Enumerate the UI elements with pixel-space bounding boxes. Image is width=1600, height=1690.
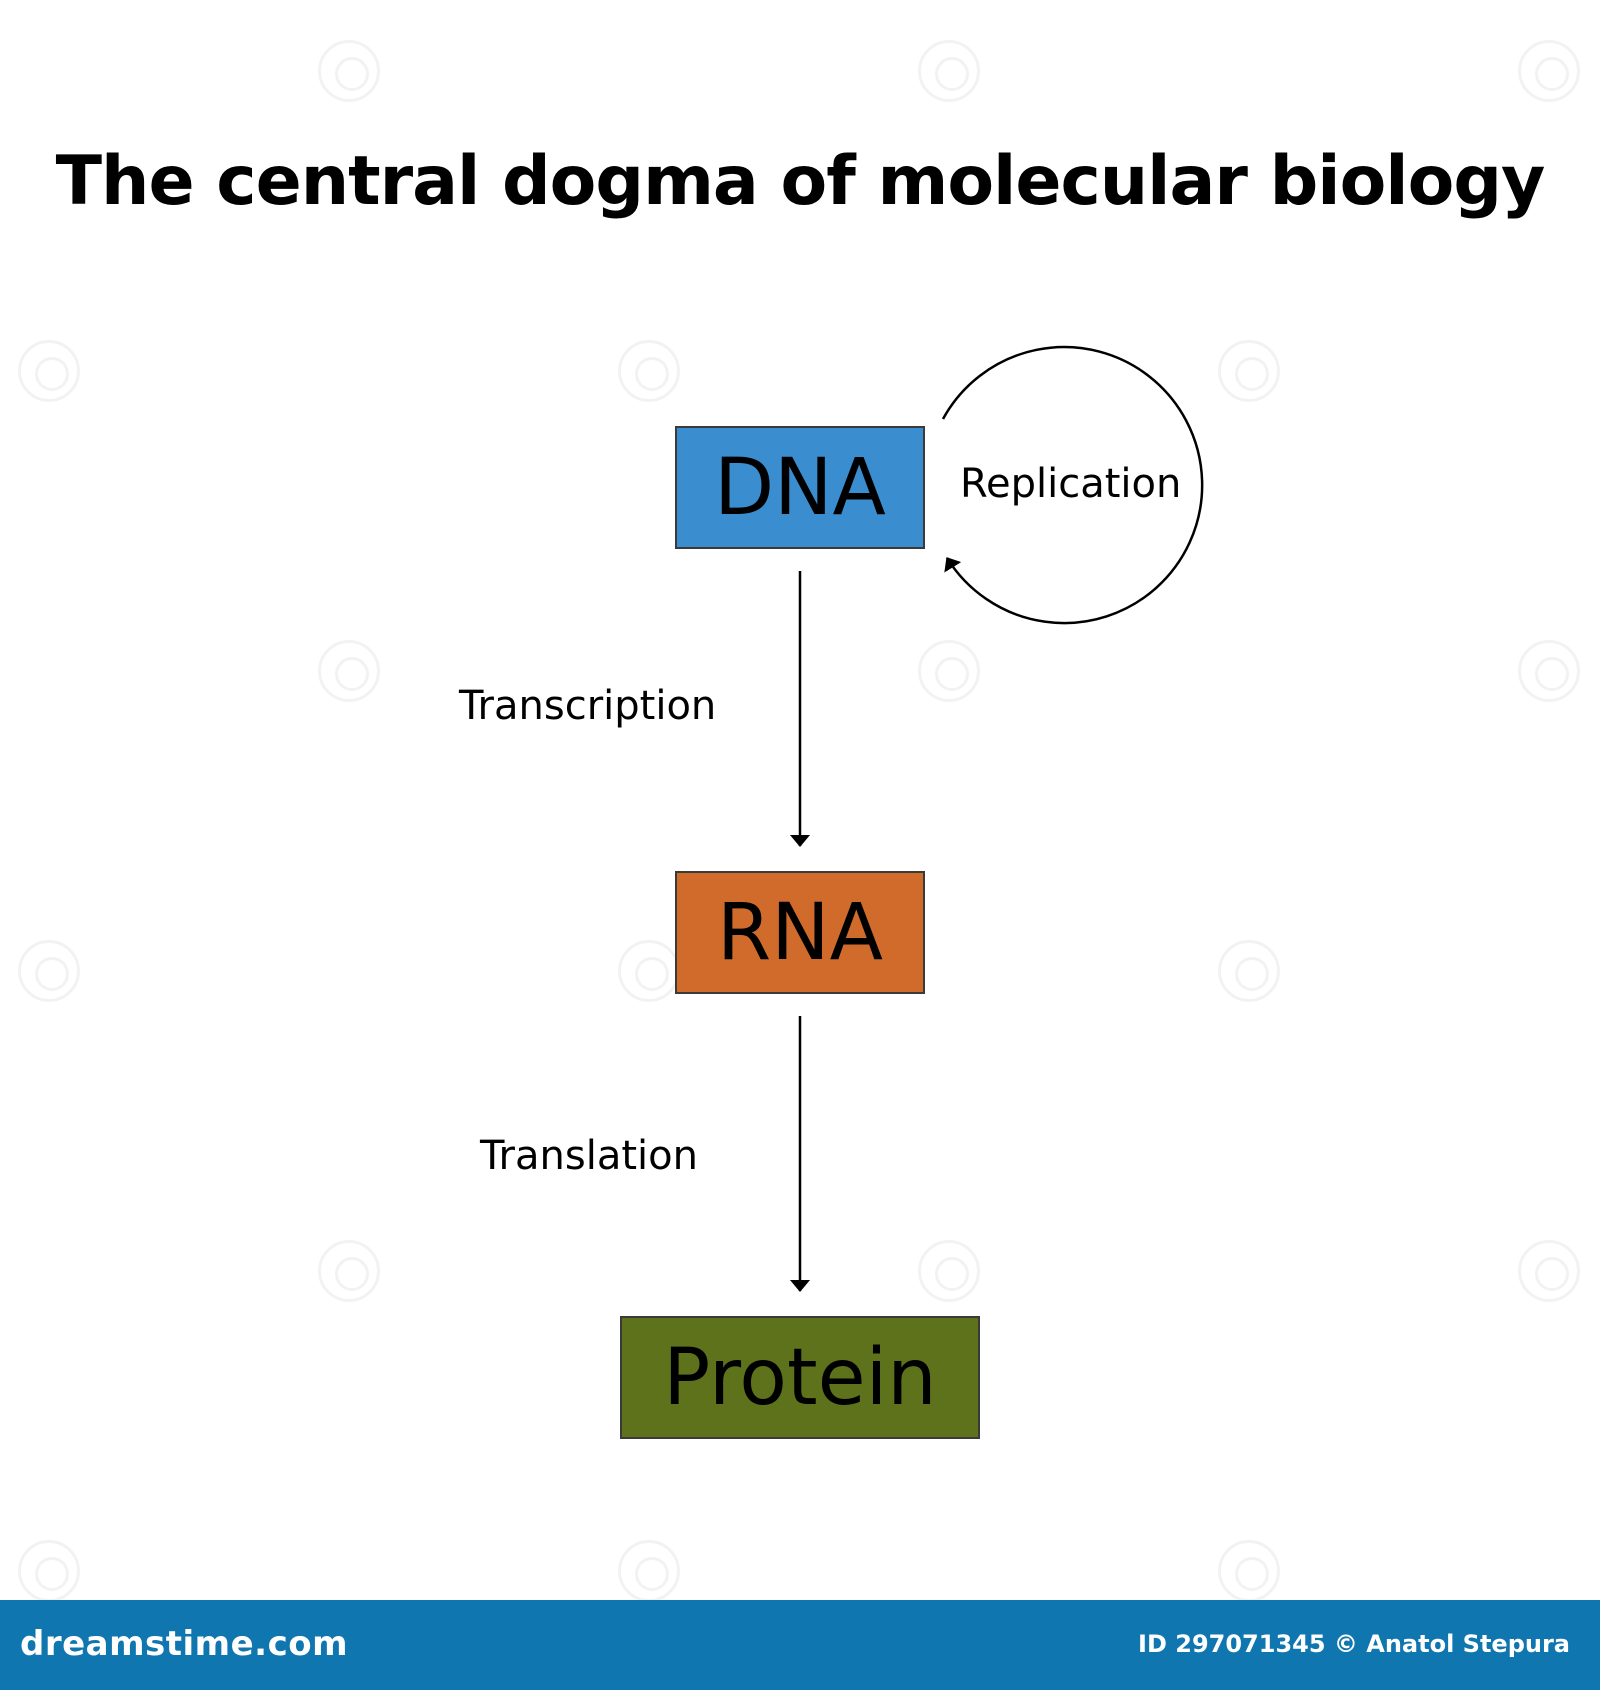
transcription-label: Transcription — [459, 683, 717, 729]
watermark-circle — [1218, 940, 1280, 1002]
watermark-circle — [1518, 640, 1580, 702]
watermark-circle — [1518, 40, 1580, 102]
replication-arrow — [941, 345, 1204, 625]
replication-label: Replication — [960, 461, 1182, 507]
protein-label: Protein — [663, 1332, 937, 1423]
footer-credit: ID 297071345 © Anatol Stepura — [1138, 1630, 1570, 1658]
watermark-circle — [1218, 340, 1280, 402]
dna-node: DNA — [675, 426, 925, 549]
watermark-circle — [318, 40, 380, 102]
watermark-circle — [1518, 1240, 1580, 1302]
watermark-circle — [918, 1240, 980, 1302]
watermark-circle — [618, 340, 680, 402]
translation-label: Translation — [480, 1133, 698, 1179]
watermark-circle — [18, 940, 80, 1002]
footer-bar: dreamstime.com ID 297071345 © Anatol Ste… — [0, 1600, 1600, 1690]
dna-label: DNA — [714, 442, 886, 533]
diagram-title: The central dogma of molecular biology — [55, 142, 1546, 221]
rna-node: RNA — [675, 871, 925, 994]
watermark-circle — [18, 340, 80, 402]
rna-label: RNA — [717, 887, 883, 978]
watermark-circle — [918, 40, 980, 102]
footer-brand-logo[interactable]: dreamstime.com — [20, 1624, 349, 1664]
watermark-circle — [318, 1240, 380, 1302]
watermark-circle — [318, 640, 380, 702]
protein-node: Protein — [620, 1316, 980, 1439]
watermark-circle — [918, 640, 980, 702]
